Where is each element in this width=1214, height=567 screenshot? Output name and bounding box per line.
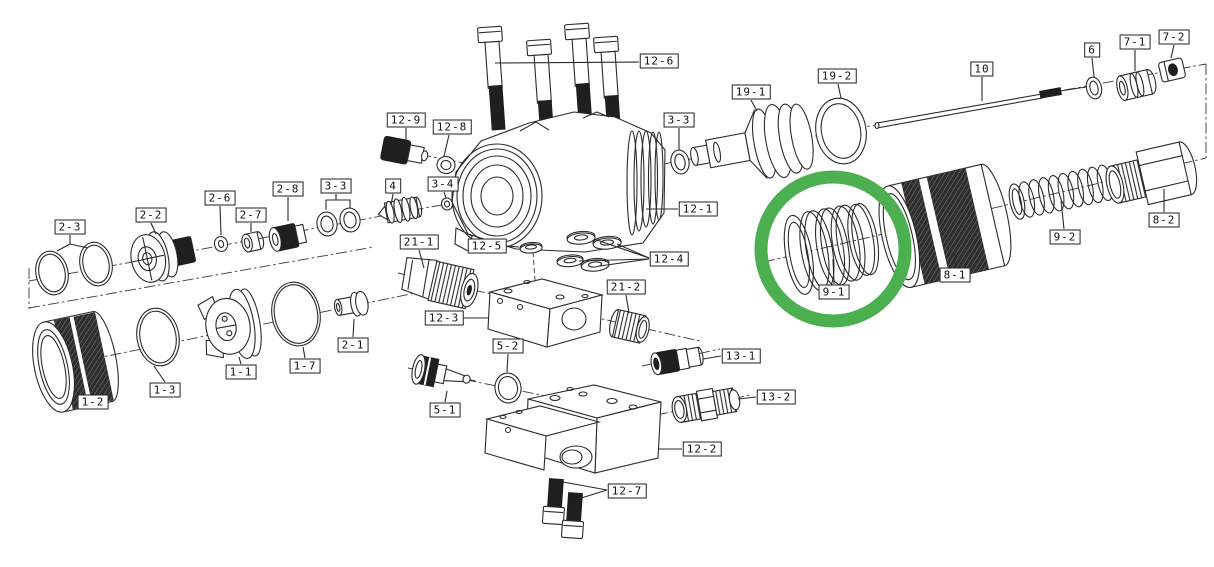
part-2-6-washer bbox=[213, 235, 229, 253]
part-2-7-nut bbox=[241, 231, 265, 253]
part-10-needle bbox=[874, 86, 1087, 130]
part-4-fitting bbox=[377, 196, 423, 224]
part-21-2-plug bbox=[609, 308, 650, 344]
part-19-1-piston bbox=[690, 103, 814, 180]
part-12-1-body bbox=[451, 111, 666, 253]
part-9-1-spring bbox=[783, 203, 880, 295]
part-2-2-nozzle bbox=[130, 231, 196, 283]
part-12-9-fitting bbox=[380, 135, 429, 165]
part-13-2-nipple bbox=[671, 387, 741, 423]
part-5-2-oring bbox=[494, 372, 522, 404]
part-3-4-oring bbox=[440, 197, 454, 211]
part-3-3-top-oring bbox=[670, 149, 690, 175]
part-12-7-screws bbox=[541, 478, 585, 540]
part-8-2-fitting bbox=[1105, 141, 1198, 206]
part-1-3-oring bbox=[136, 307, 180, 367]
part-2-3-orings bbox=[35, 241, 113, 296]
part-12-3-block bbox=[487, 278, 605, 348]
part-7-2-nut bbox=[1158, 57, 1186, 83]
part-5-1-valve bbox=[411, 354, 476, 388]
part-12-8-nut bbox=[436, 155, 456, 175]
part-1-7-oring bbox=[271, 281, 321, 347]
part-2-8-plug bbox=[268, 223, 308, 252]
part-1-1-aircap bbox=[197, 288, 262, 359]
part-2-1-plug bbox=[333, 290, 369, 317]
part-13-1-setscrew bbox=[650, 346, 704, 376]
part-9-2-spring bbox=[1008, 164, 1114, 220]
part-7-1-gland bbox=[1116, 69, 1157, 101]
part-19-2-oring bbox=[815, 97, 867, 165]
part-6-oring bbox=[1085, 76, 1103, 100]
part-8-1-cap bbox=[878, 163, 1012, 289]
part-21-1-fitting bbox=[401, 257, 479, 310]
part-1-2-ring bbox=[32, 310, 119, 413]
part-12-5-gasket bbox=[519, 241, 543, 254]
part-12-2-block bbox=[484, 384, 662, 474]
part-3-3-left-washers bbox=[316, 207, 361, 237]
